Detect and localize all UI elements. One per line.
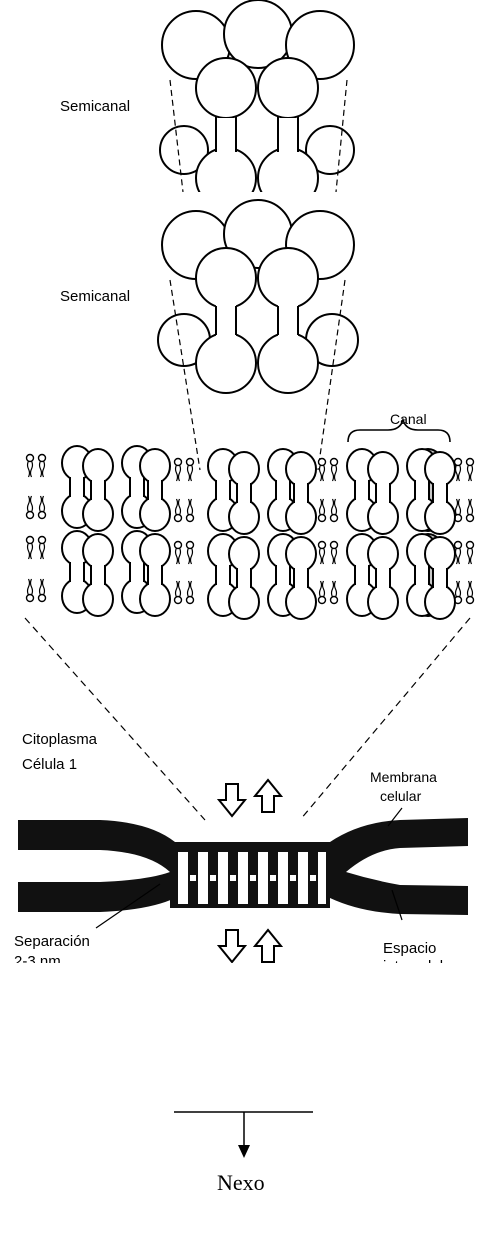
celula-label: Célula 1 <box>22 756 77 773</box>
top-hemichannel <box>160 0 354 208</box>
junction-cross-section <box>18 808 468 928</box>
celular-label: celular <box>380 788 421 804</box>
semicanal-label-middle: Semicanal <box>60 288 130 305</box>
membrane-bilayer <box>27 446 474 619</box>
nexo-pointer <box>174 1112 313 1158</box>
semicanal-label-top: Semicanal <box>60 98 130 115</box>
middle-hemichannel <box>158 200 358 470</box>
espacio-label: Espacio <box>383 940 436 957</box>
intercelular-label: intercelular <box>383 958 456 963</box>
separacion-value-label: 2-3 nm <box>14 953 61 963</box>
separacion-label: Separación <box>14 933 90 950</box>
citoplasma-label: Citoplasma <box>22 731 97 748</box>
nexo-caption: Nexo <box>217 1170 265 1196</box>
canal-label: Canal <box>390 411 427 427</box>
figure-crop <box>0 963 486 993</box>
membrana-label: Membrana <box>370 769 437 785</box>
